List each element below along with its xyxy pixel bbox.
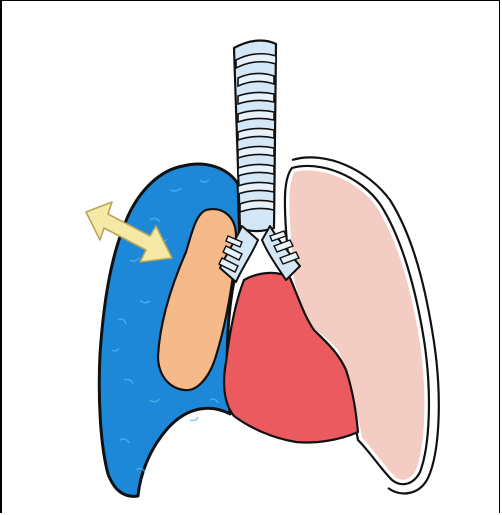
trachea-icon <box>219 41 300 282</box>
